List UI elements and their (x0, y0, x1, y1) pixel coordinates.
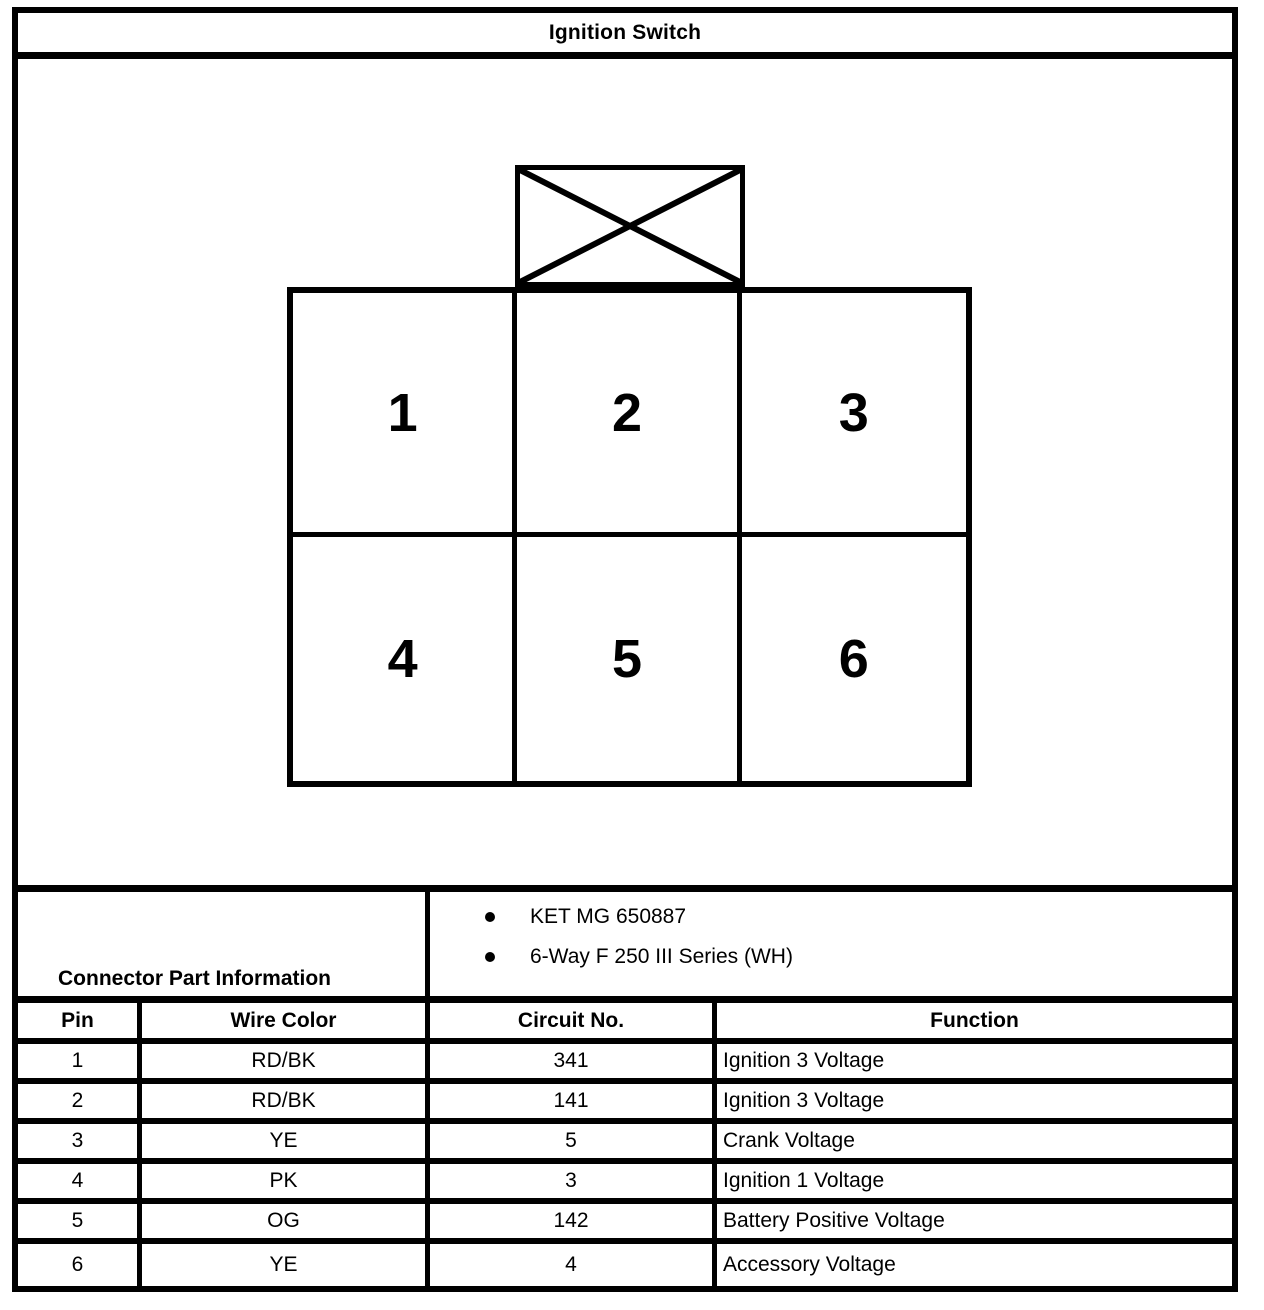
pinout-header-row: Pin Wire Color Circuit No. Function (18, 1003, 1232, 1044)
part-info-bullet: 6-Way F 250 III Series (WH) (430, 942, 1232, 982)
pinout-table: Pin Wire Color Circuit No. Function 1 RD… (18, 1003, 1232, 1286)
cell-function: Ignition 3 Voltage (723, 1049, 885, 1072)
pin-cell-4: 4 (293, 537, 518, 781)
connector-keyway-box (515, 165, 745, 287)
pin-cell-6: 6 (838, 629, 869, 689)
header-circuit-no: Circuit No. (430, 1003, 717, 1038)
pin-cell-3: 3 (741, 293, 966, 537)
cell-circuit: 142 (430, 1204, 717, 1238)
pin-cell-1: 1 (293, 293, 518, 537)
header-function: Function (930, 1008, 1019, 1032)
x-cross-icon (520, 170, 740, 282)
cell-pin: 4 (18, 1164, 142, 1198)
cell-function: Crank Voltage (723, 1129, 855, 1152)
cell-circuit: 3 (430, 1164, 717, 1198)
cell-wire: RD/BK (142, 1084, 430, 1118)
cell-wire: YE (142, 1244, 430, 1286)
title-bar: Ignition Switch (18, 13, 1232, 59)
table-row: 3 YE 5 Crank Voltage (18, 1124, 1232, 1164)
table-row: 2 RD/BK 141 Ignition 3 Voltage (18, 1084, 1232, 1124)
cell-pin: 5 (18, 1204, 142, 1238)
table-row: 5 OG 142 Battery Positive Voltage (18, 1204, 1232, 1244)
page-frame: Ignition Switch 1 2 3 4 5 6 Connector Pa… (12, 7, 1238, 1292)
cell-pin: 1 (18, 1044, 142, 1078)
cell-wire: YE (142, 1124, 430, 1158)
header-wire-color: Wire Color (142, 1003, 430, 1038)
part-info-bullet-list: KET MG 650887 6-Way F 250 III Series (WH… (430, 902, 1232, 982)
cell-wire: RD/BK (142, 1044, 430, 1078)
pin-grid: 1 2 3 4 5 6 (287, 287, 972, 787)
pin-cell-5: 5 (517, 537, 742, 781)
cell-pin: 2 (18, 1084, 142, 1118)
cell-function: Ignition 1 Voltage (723, 1169, 885, 1192)
header-pin: Pin (18, 1003, 142, 1038)
cell-wire: PK (142, 1164, 430, 1198)
cell-pin: 3 (18, 1124, 142, 1158)
part-info-label: Connector Part Information (18, 892, 430, 996)
table-row: 1 RD/BK 341 Ignition 3 Voltage (18, 1044, 1232, 1084)
part-info-bullet: KET MG 650887 (430, 902, 1232, 942)
page-title: Ignition Switch (548, 20, 702, 44)
table-row: 4 PK 3 Ignition 1 Voltage (18, 1164, 1232, 1204)
cell-function: Ignition 3 Voltage (723, 1089, 885, 1112)
cell-circuit: 5 (430, 1124, 717, 1158)
connector-diagram: 1 2 3 4 5 6 (18, 59, 1232, 892)
table-row: 6 YE 4 Accessory Voltage (18, 1244, 1232, 1286)
connector-part-information-band: Connector Part Information KET MG 650887… (18, 892, 1232, 1003)
cell-pin: 6 (18, 1244, 142, 1286)
cell-function: Battery Positive Voltage (723, 1209, 945, 1232)
cell-circuit: 341 (430, 1044, 717, 1078)
cell-circuit: 4 (430, 1244, 717, 1286)
part-info-details: KET MG 650887 6-Way F 250 III Series (WH… (430, 892, 1232, 996)
pin-cell-2: 2 (517, 293, 742, 537)
cell-circuit: 141 (430, 1084, 717, 1118)
cell-wire: OG (142, 1204, 430, 1238)
cell-function: Accessory Voltage (723, 1253, 896, 1276)
